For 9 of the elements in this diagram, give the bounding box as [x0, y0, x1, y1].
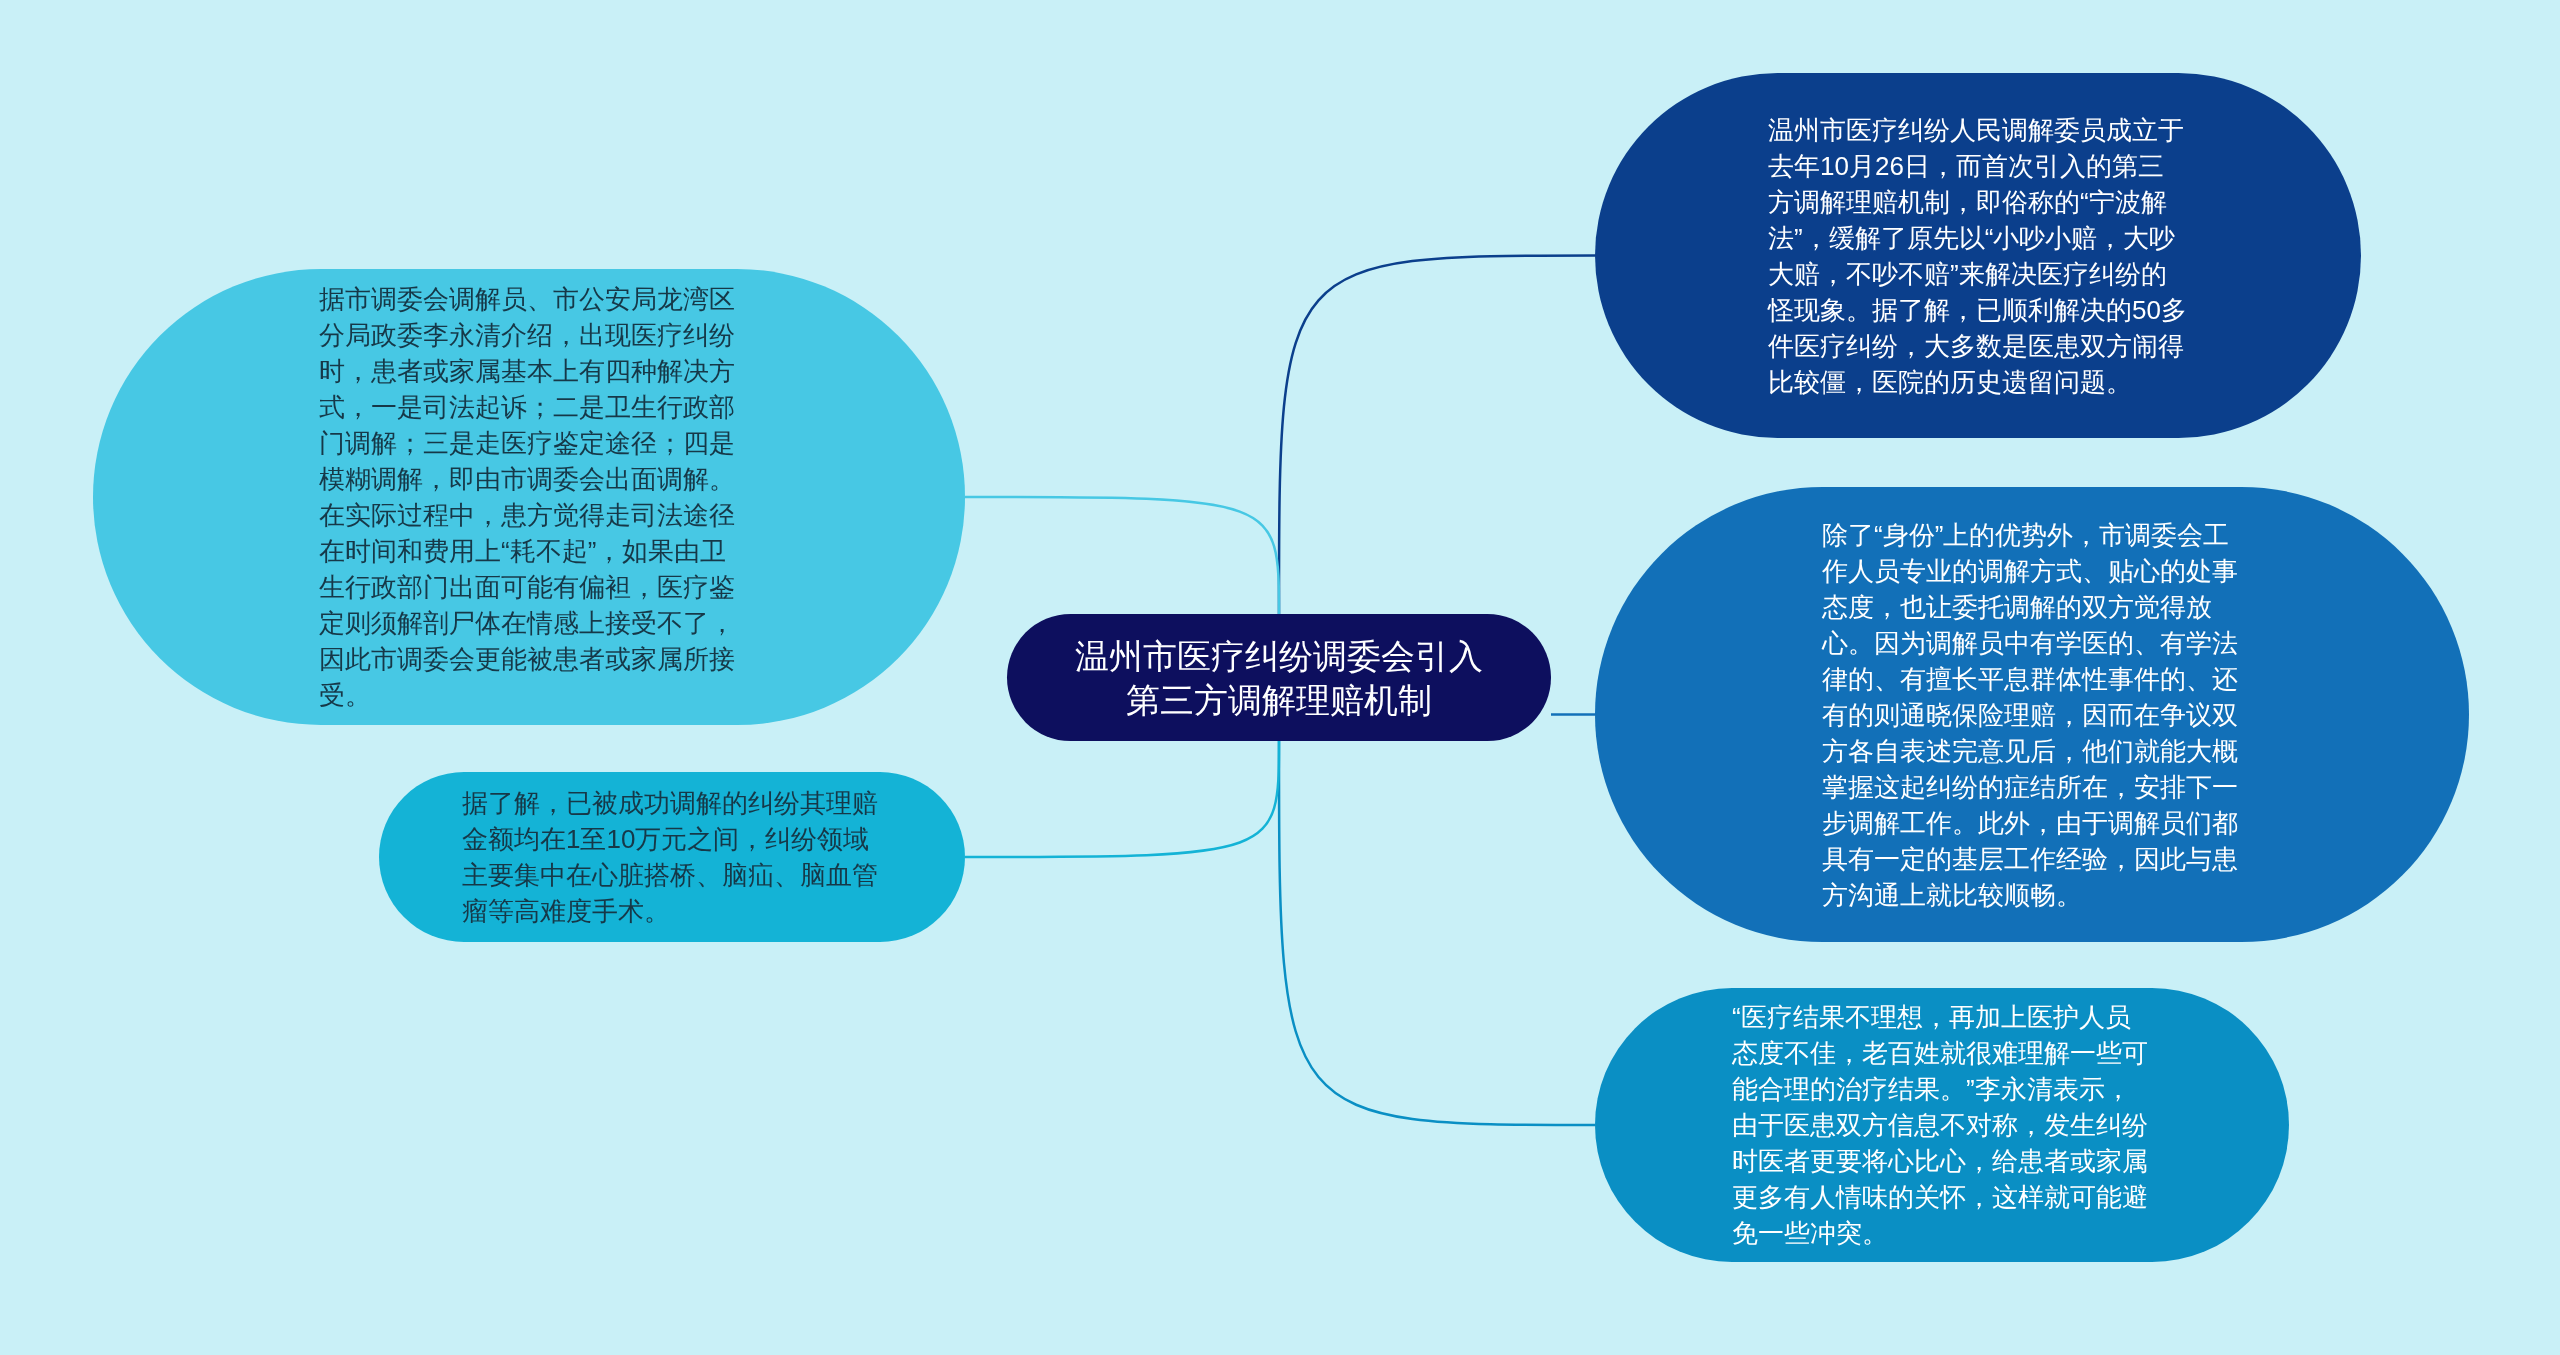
- topic-text: “医疗结果不理想，再加上医护人员态度不佳，老百姓就很难理解一些可能合理的治疗结果。”李永清表示，由于医患双方信息不对称，发生纠纷时医者更要将心比心，给患者或家属更多有人情味的关怀，这样就可能避免一些冲突。: [1732, 1001, 2149, 1250]
- connector-line: [965, 495, 1281, 614]
- connector-line: [1551, 713, 1595, 716]
- connector-line: [965, 741, 1281, 859]
- topic-text: 据了解，已被成功调解的纠纷其理赔金额均在1至10万元之间，纠纷领域主要集中在心脏搭桥、脑疝、脑血管瘤等高难度手术。: [462, 787, 879, 928]
- topic-text: 除了“身份”上的优势外，市调委会工作人员专业的调解方式、贴心的处事态度，也让委托调解的双方觉得放心。因为调解员中有学医的、有学法律的、有擅长平息群体性事件的、还有的则通晓保险理赔，因而在争议双方各自表述完意见后，他们就能大概掌握这起纠纷的症结所在，安排下一步调解工作。此外，由于调解员们都具有一定的基层工作经验，因此与患方沟通上就比较顺畅。: [1822, 518, 2239, 912]
- topic-text: 据市调委会调解员、市公安局龙湾区分局政委李永清介绍，出现医疗纠纷时，患者或家属基本上有四种解决方式，一是司法起诉；二是卫生行政部门调解；三是走医疗鉴定途径；四是模糊调解，即由市调委会出面调解。在实际过程中，患方觉得走司法途径在时间和费用上“耗不起”，如果由卫生行政部门出面可能有偏袒，医疗鉴定则须解剖尸体在情感上接受不了，因此市调委会更能被患者或家属所接受。: [319, 283, 736, 712]
- topic-text: 温州市医疗纠纷调委会引入第三方调解理赔机制: [1074, 635, 1484, 721]
- topic-text: 温州市医疗纠纷人民调解委员成立于去年10月26日，而首次引入的第三方调解理赔机制，即俗称的“宁波解法”，缓解了原先以“小吵小赔，大吵大赔，不吵不赔”来解决医疗纠纷的怪现象。据了解，已顺利解决的50多件医疗纠纷，大多数是医患双方闹得比较僵，医院的历史遗留问题。: [1768, 113, 2188, 399]
